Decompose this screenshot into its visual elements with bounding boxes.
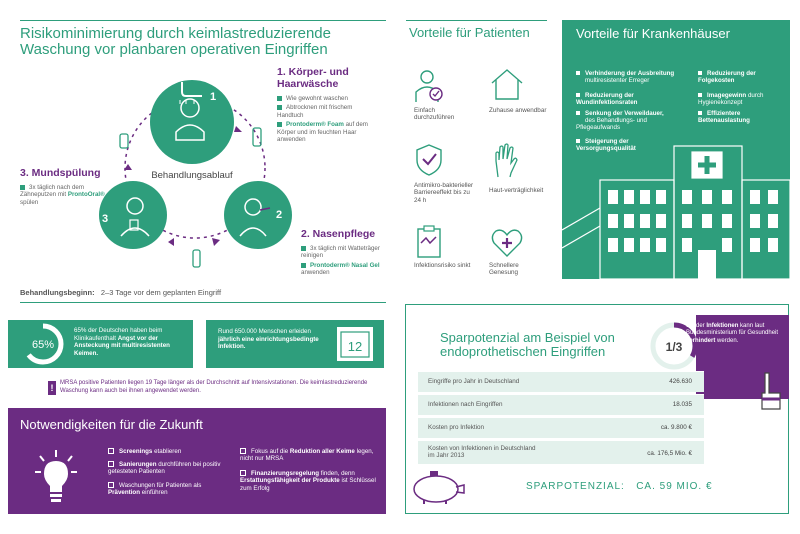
savings-title: Sparpotenzial am Beispiel von endoprothe… (440, 330, 615, 359)
section-rule (20, 302, 386, 303)
hospitals-title: Vorteile für Krankenhäuser (576, 26, 730, 41)
step-2-info: 2. Nasenpflege 3x täglich mit Watteträge… (301, 228, 381, 279)
infection-stat-panel: Rund 650.000 Menschen erleiden jährlich … (206, 320, 384, 368)
step-1-info: 1. Körper- und Haarwäsche Wie gewohnt wa… (277, 66, 377, 145)
one-third-ring-icon: 1/3 (650, 322, 698, 370)
lightbulb-icon (35, 450, 77, 502)
step-3-circle (99, 181, 167, 249)
step-1-item: Prontoderm® Foam auf dem Körper und im f… (277, 121, 368, 144)
hospital-benefit: Effizientere Bettenauslastung (698, 110, 750, 124)
hospital-benefit: Steigerung der Versorgungsqualität (576, 138, 636, 152)
raised-finger-icon (761, 372, 781, 410)
mrsa-note: MRSA positive Patienten liegen 19 Tage l… (60, 380, 368, 394)
savings-total: SPARPOTENZIAL: CA. 59 MIO. € (526, 481, 713, 492)
house-icon (491, 69, 523, 100)
patient-benefit-label: Einfach durchzuführen (414, 107, 455, 122)
savings-panel: Sparpotenzial am Beispiel von endoprothe… (405, 304, 789, 514)
patient-benefit-label: Haut-verträglichkeit (489, 187, 544, 194)
step-1-item: Wie gewohnt waschen (277, 95, 377, 102)
hospital-benefit: Reduzierung der Folgekosten (698, 70, 756, 84)
step-2-circle (224, 181, 292, 249)
fear-stat-text: 65% der Deutschen haben beim Klinikaufen… (74, 327, 170, 357)
piggy-bank-icon (413, 471, 465, 504)
need-item: Sanierungen durchführen bei positiv gete… (108, 461, 221, 476)
calendar-icon: 12 (337, 327, 373, 361)
patient-benefit-label: Antimikro-bakterieller Barriereeffekt bi… (414, 182, 474, 204)
step-2-item: Prontoderm® Nasal Gel anwenden (301, 261, 380, 277)
fraction-value: 1/3 (666, 340, 683, 354)
hand-icon (495, 143, 518, 178)
needs-panel: Notwendigkeiten für die Zukunft Screenin… (8, 408, 386, 514)
patients-title: Vorteile für Patienten (409, 25, 530, 40)
section-rule (406, 20, 547, 21)
hospitals-panel: Vorteile für Krankenhäuser Verhinderung … (562, 20, 790, 279)
infection-stat-text: Rund 650.000 Menschen erleiden jährlich … (218, 328, 319, 350)
process-title: Risikominimierung durch keimlastreduzier… (20, 25, 331, 58)
step-1-circle (150, 80, 234, 164)
clipboard-chart-icon (417, 225, 441, 258)
warning-icon: ! (48, 381, 56, 395)
need-item: Screenings etablieren (108, 448, 228, 455)
savings-side-text: 1/3 der Infektionen kann laut Bundesmini… (686, 323, 779, 344)
treatment-start: Behandlungsbeginn: 2–3 Tage vor dem gepl… (20, 288, 222, 297)
needs-title: Notwendigkeiten für die Zukunft (20, 417, 203, 432)
step-2-title: 2. Nasenpflege (301, 228, 376, 240)
step-3-info: 3. Mundspülung 3x täglich nach dem Zähne… (20, 167, 110, 208)
step-2-number: 2 (276, 209, 282, 221)
hospital-benefit: Senkung der Verweildauer,des Behandlungs… (576, 110, 664, 131)
step-1-title: 1. Körper- und Haarwäsche (277, 66, 349, 90)
heart-cross-icon (491, 229, 523, 257)
person-check-icon (415, 70, 443, 102)
step-2-item: 3x täglich mit Watteträger reinigen (301, 245, 380, 260)
step-3-number: 3 (102, 213, 108, 225)
step-3-title: 3. Mundspülung (20, 167, 101, 179)
percentage-value: 65% (32, 339, 54, 351)
savings-side-panel: 1/3 der Infektionen kann laut Bundesmini… (686, 315, 789, 399)
step-1-number: 1 (210, 91, 216, 103)
hospital-building-icon (562, 145, 790, 279)
need-item: Fokus auf die Reduktion aller Keime lege… (240, 448, 374, 463)
percentage-ring-icon: 65% (22, 323, 64, 365)
hospital-benefit: Imagegewinn durch Hygienekonzept (698, 92, 764, 106)
section-rule (20, 20, 386, 21)
fear-stat-panel: 65% 65% der Deutschen haben beim Klinika… (8, 320, 193, 368)
patient-benefit-label: Zuhause anwendbar (489, 107, 547, 114)
process-center-label: Behandlungsablauf (151, 170, 233, 181)
step-1-item: Abtrocknen mit frischem Handtuch (277, 104, 353, 119)
savings-row: Kosten von Infektionen in Deutschland im… (418, 440, 704, 464)
hospital-benefit: Reduzierung der Wundinfektionsraten (576, 92, 638, 106)
step-3-item: 3x täglich nach dem Zähneputzen mit Pron… (20, 184, 105, 206)
calendar-value: 12 (348, 339, 362, 354)
shield-check-icon (416, 144, 442, 176)
patient-benefit-label: Schnellere Genesung (489, 262, 519, 277)
patient-benefit-label: Infektionsrisiko sinkt (414, 262, 471, 269)
process-cycle-diagram: Behandlungsablauf 1 2 3 (99, 80, 292, 268)
need-item: Waschungen für Patienten als Prävention … (108, 482, 202, 497)
need-item: Finanzierungsregelung finden, denn Ersta… (240, 470, 376, 492)
